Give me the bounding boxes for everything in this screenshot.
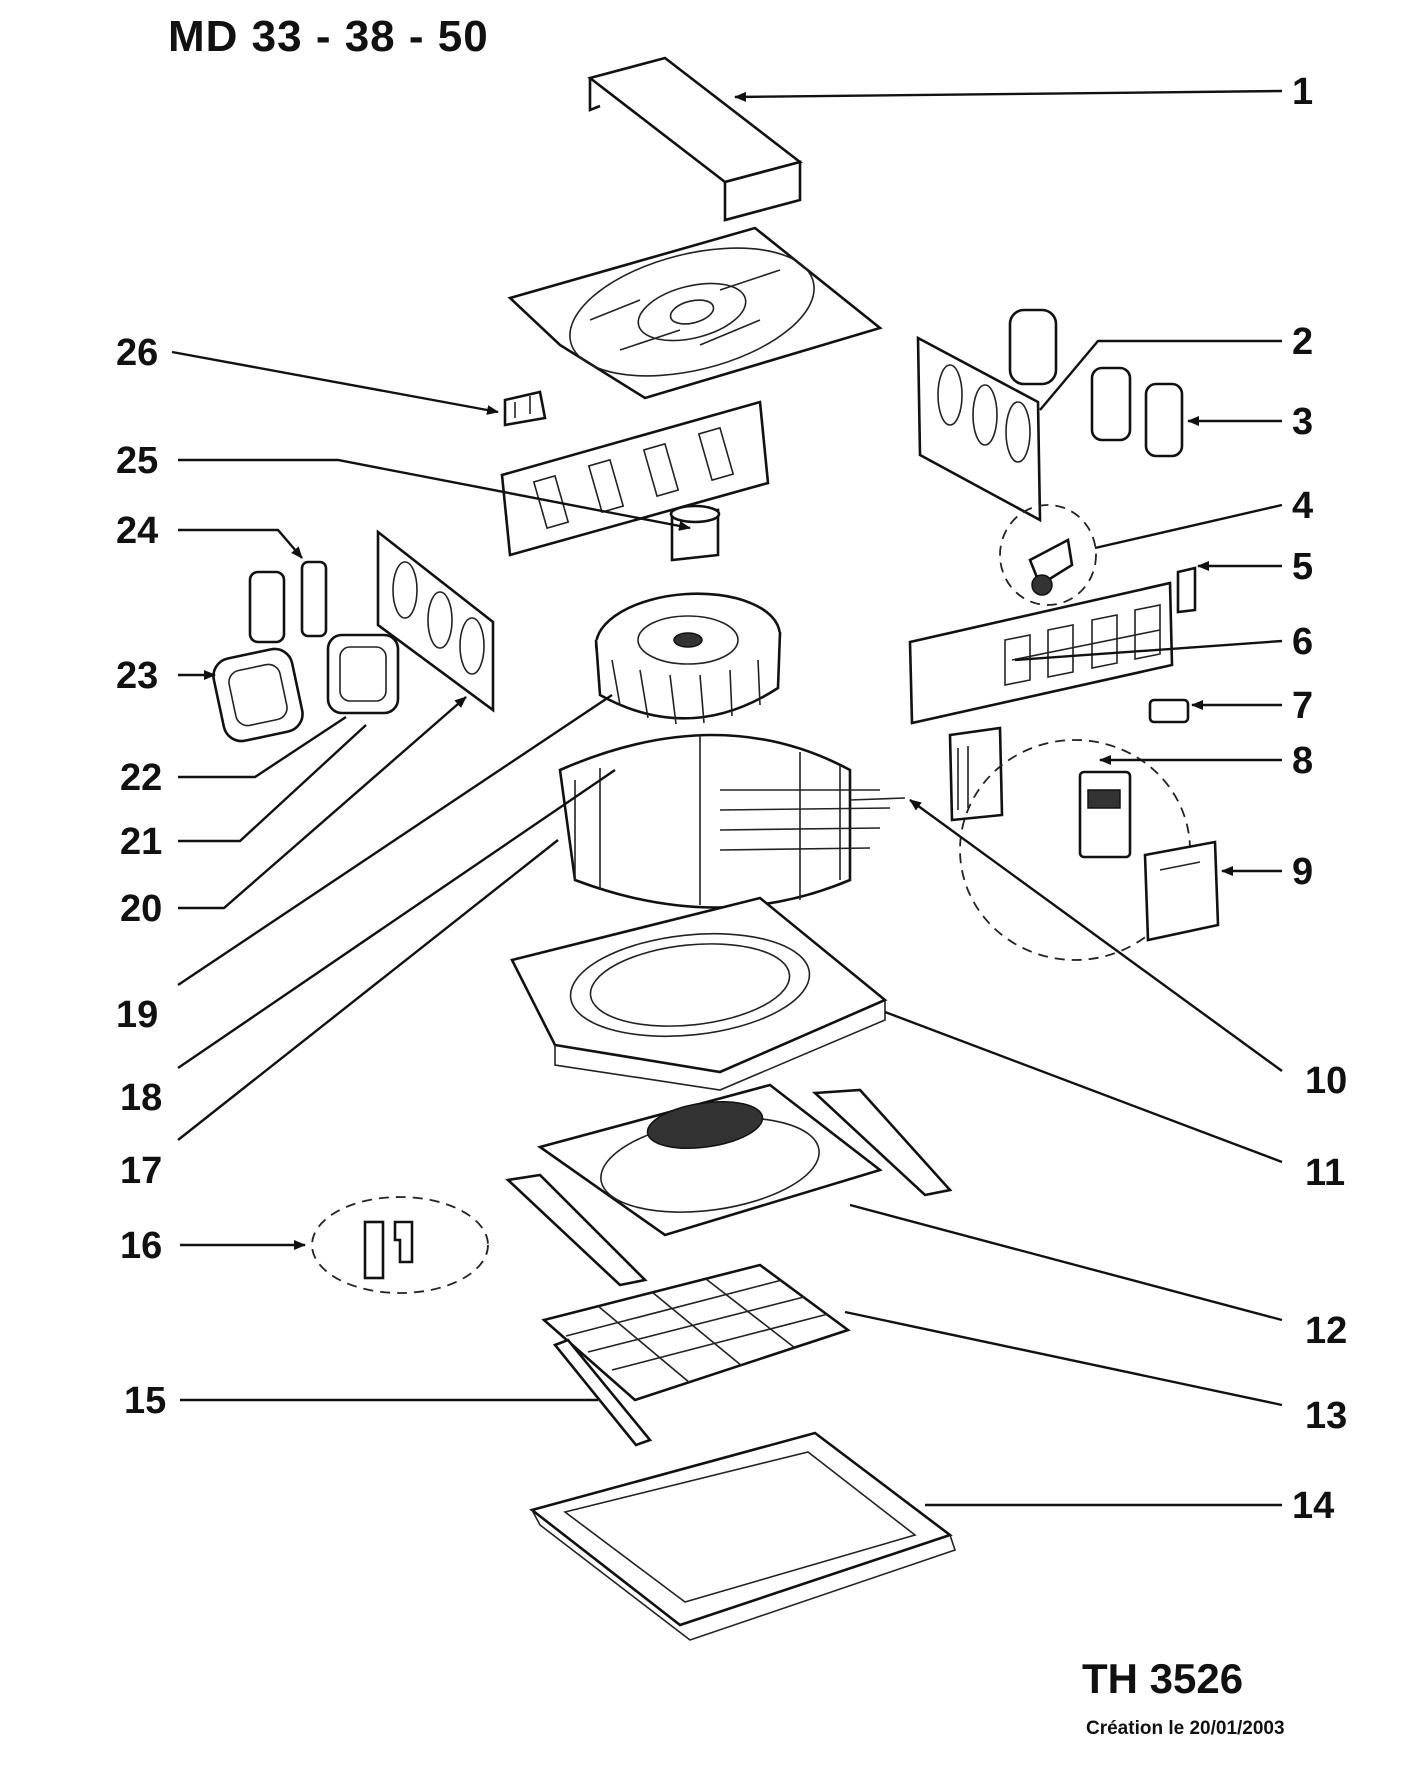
- part-12-grille-frame: [505, 1083, 953, 1287]
- part-25-panel-motor: [500, 400, 770, 562]
- part-3-gaskets: [1090, 366, 1184, 458]
- drawing-reference: TH 3526: [1082, 1655, 1244, 1702]
- callout-8: 8: [1292, 740, 1313, 782]
- part-21-22-gasket: [326, 633, 400, 715]
- part-16-group: [311, 1196, 489, 1294]
- callout-17: 17: [120, 1150, 162, 1192]
- callout-25: 25: [116, 440, 158, 482]
- callout-6: 6: [1292, 621, 1313, 663]
- diagram-title: MD 33 - 38 - 50: [168, 12, 489, 61]
- callout-22: 22: [120, 757, 162, 799]
- part-18-heat-exchanger: [558, 733, 906, 909]
- callout-3: 3: [1292, 401, 1313, 443]
- part-8-electrical-box: [948, 726, 1191, 961]
- callout-18: 18: [120, 1077, 162, 1119]
- part-7-small-box: [1148, 698, 1190, 724]
- callout-13: 13: [1305, 1395, 1347, 1437]
- part-4-assembly: [999, 504, 1097, 606]
- part-11-drain-pan: [510, 896, 888, 1091]
- callout-4: 4: [1292, 485, 1313, 527]
- part-9-electrical-box: [1143, 840, 1220, 942]
- callout-9: 9: [1292, 851, 1313, 893]
- part-1-cover: [587, 56, 803, 222]
- callout-11: 11: [1305, 1152, 1345, 1194]
- callout-labels: 1 2 3 4 5 6 7 8 9 10 11 12 13 14 15 16 1…: [116, 71, 1347, 1527]
- callout-12: 12: [1305, 1310, 1347, 1352]
- callout-15: 15: [124, 1380, 166, 1422]
- part-14-bottom-frame: [529, 1431, 957, 1641]
- callout-7: 7: [1292, 685, 1313, 727]
- top-mounting-plate: [507, 226, 883, 400]
- callout-26: 26: [116, 332, 158, 374]
- callout-24: 24: [116, 510, 158, 552]
- part-19-blower-wheel: [594, 592, 782, 725]
- part-23-gasket: [212, 647, 304, 743]
- callout-21: 21: [120, 821, 162, 863]
- part-20-side-panel: [376, 529, 495, 713]
- callout-2: 2: [1292, 321, 1313, 363]
- part-2-side-panel: [916, 308, 1058, 523]
- callout-20: 20: [120, 888, 162, 930]
- part-13-filter: [541, 1263, 851, 1402]
- callout-10: 10: [1305, 1060, 1347, 1102]
- leader-lines: [171, 89, 1283, 1507]
- callout-1: 1: [1292, 71, 1313, 113]
- creation-date: Création le 20/01/2003: [1086, 1718, 1285, 1739]
- part-24-connector: [248, 560, 328, 644]
- callout-23: 23: [116, 655, 158, 697]
- callout-19: 19: [116, 994, 158, 1036]
- callout-14: 14: [1292, 1485, 1334, 1527]
- callout-5: 5: [1292, 546, 1313, 588]
- part-26-clip: [503, 390, 547, 427]
- part-6-control-panel: [908, 566, 1197, 725]
- callout-16: 16: [120, 1225, 162, 1267]
- part-15-strip: [552, 1338, 653, 1447]
